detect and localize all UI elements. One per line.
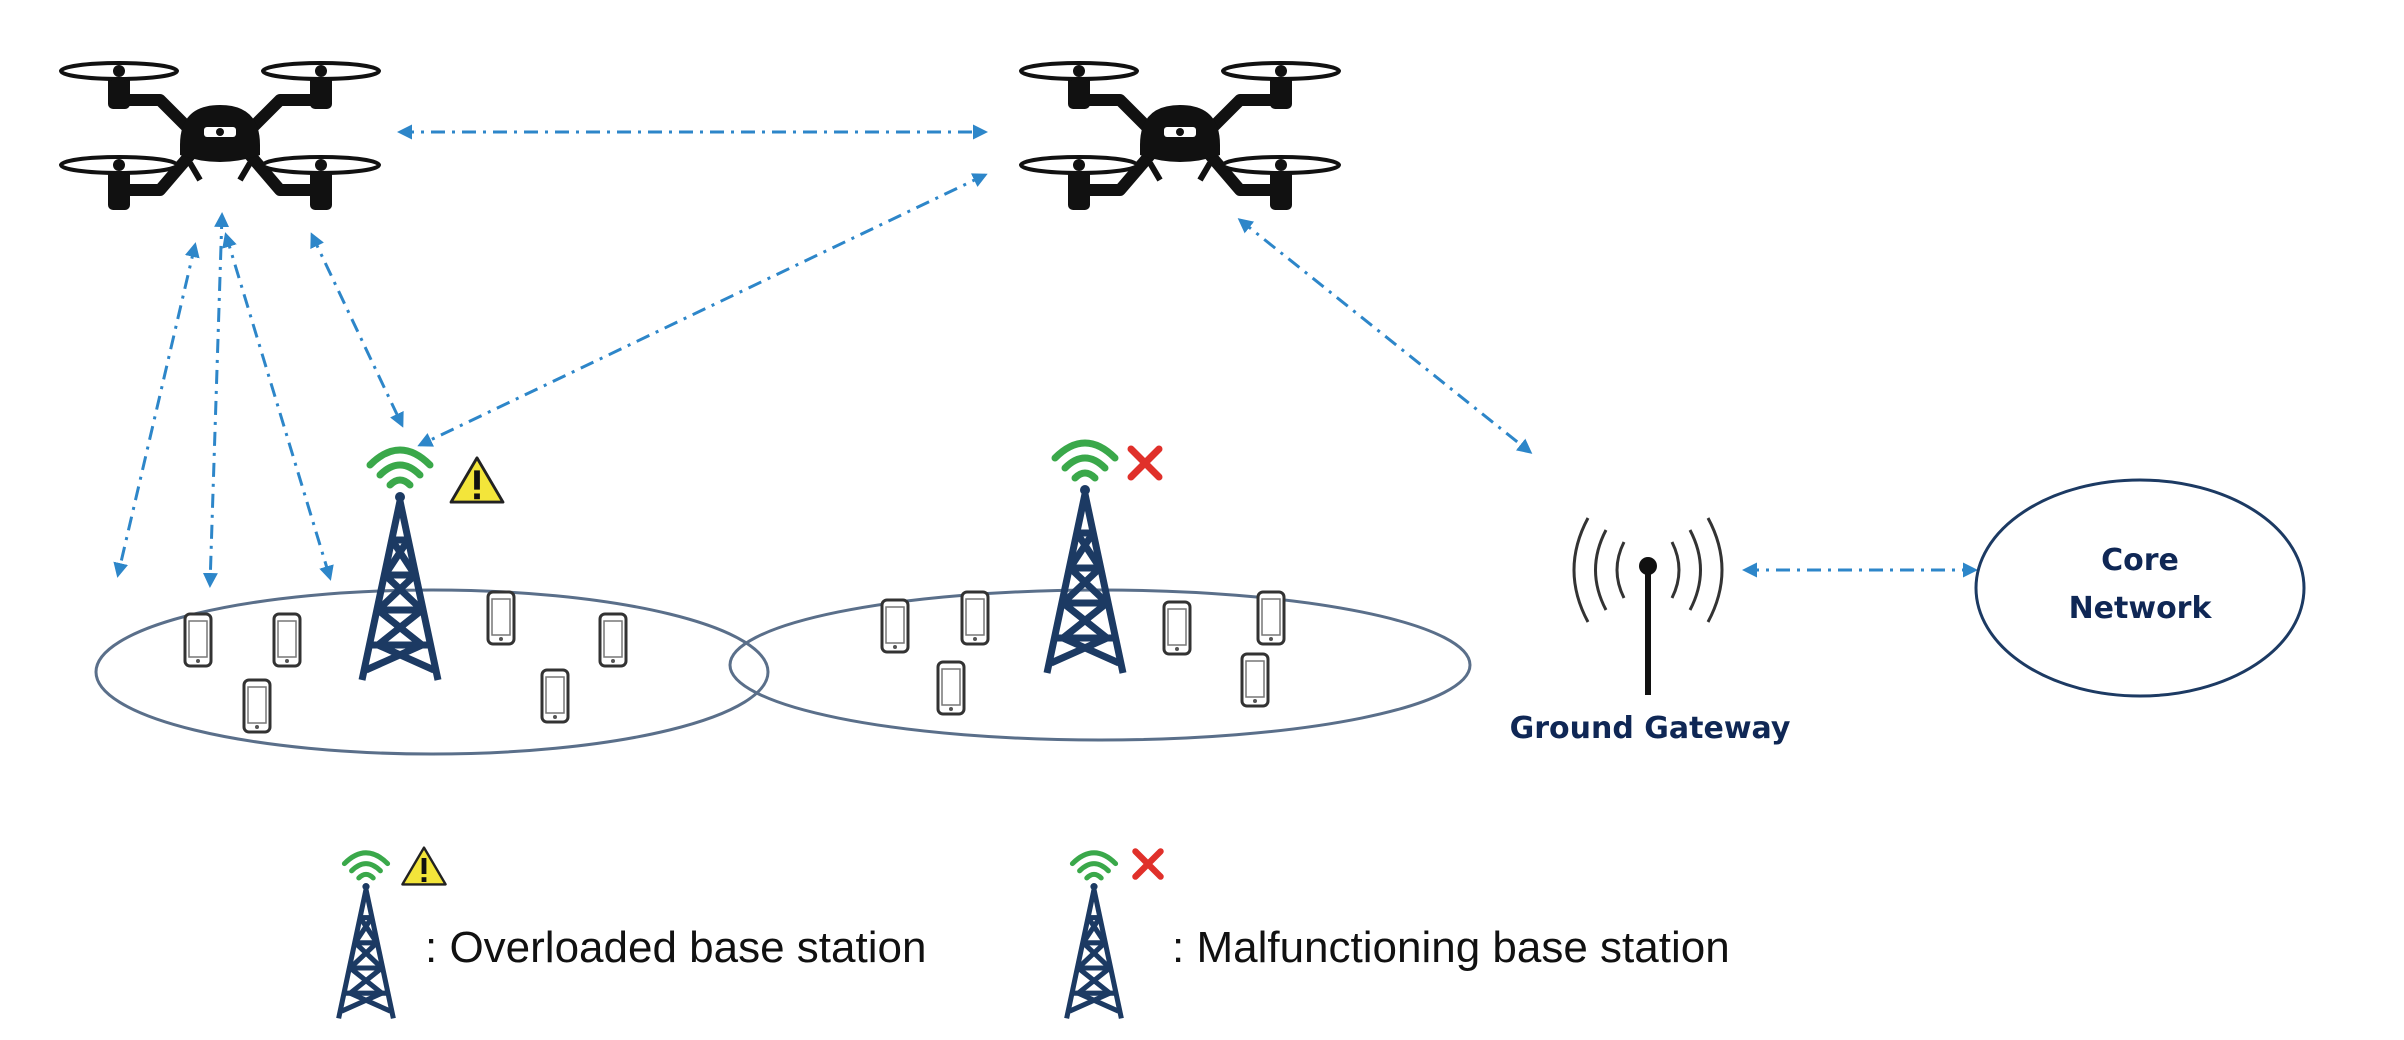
- link-drone1-user-a: [113, 242, 200, 578]
- smartphone-icon: [1240, 652, 1270, 708]
- smartphone-icon: [936, 660, 966, 716]
- core-network: Core Network: [1974, 478, 2306, 698]
- smartphone-icon: [1256, 590, 1286, 646]
- legend-item-malfunctioning: : Malfunctioning base station: [1067, 851, 1730, 1018]
- ground-gateway-label: Ground Gateway: [1510, 711, 1791, 746]
- error-x-icon: [1131, 449, 1159, 477]
- warning-icon: [449, 456, 505, 504]
- smartphone-icon: [183, 612, 213, 668]
- link-drone2-gateway: [1237, 218, 1533, 454]
- legend-item-overloaded: : Overloaded base station: [339, 846, 926, 1019]
- coverage-cell-malfunctioning: [728, 588, 1472, 742]
- link-drone1-user-b: [202, 212, 230, 588]
- legend-overloaded-label: : Overloaded base station: [425, 923, 926, 972]
- tower-icon: [362, 450, 438, 680]
- smartphone-icon: [272, 612, 302, 668]
- link-drone2-tower1: [417, 173, 988, 447]
- core-network-label-line2: Network: [2069, 591, 2213, 626]
- link-drone1-user-c: [222, 232, 334, 581]
- drone-icon: [1021, 63, 1339, 210]
- core-network-label-line1: Core: [2101, 543, 2179, 578]
- tower-icon: [1047, 443, 1123, 673]
- drone-icon: [61, 63, 379, 210]
- smartphone-icon: [960, 590, 990, 646]
- link-drone1-tower1: [310, 232, 404, 428]
- legend-malfunctioning-label: : Malfunctioning base station: [1172, 923, 1730, 972]
- smartphone-icon: [598, 612, 628, 668]
- warning-icon: [401, 846, 447, 886]
- communication-links: [113, 124, 1978, 588]
- legend: : Overloaded base station : Malfunctioni…: [339, 846, 1730, 1019]
- coverage-cell-overloaded: [94, 588, 770, 756]
- smartphone-icon: [880, 598, 910, 654]
- smartphone-icon: [486, 590, 516, 646]
- antenna-icon: [1572, 517, 1724, 695]
- smartphone-icon: [1162, 600, 1192, 656]
- smartphone-icon: [540, 668, 570, 724]
- tower-icon: [1067, 853, 1122, 1019]
- core-network-ellipse: [1974, 478, 2306, 698]
- smartphone-icon: [242, 678, 272, 734]
- error-x-icon: [1135, 851, 1160, 876]
- ground-gateway: Ground Gateway: [1510, 517, 1791, 746]
- tower-icon: [339, 853, 394, 1019]
